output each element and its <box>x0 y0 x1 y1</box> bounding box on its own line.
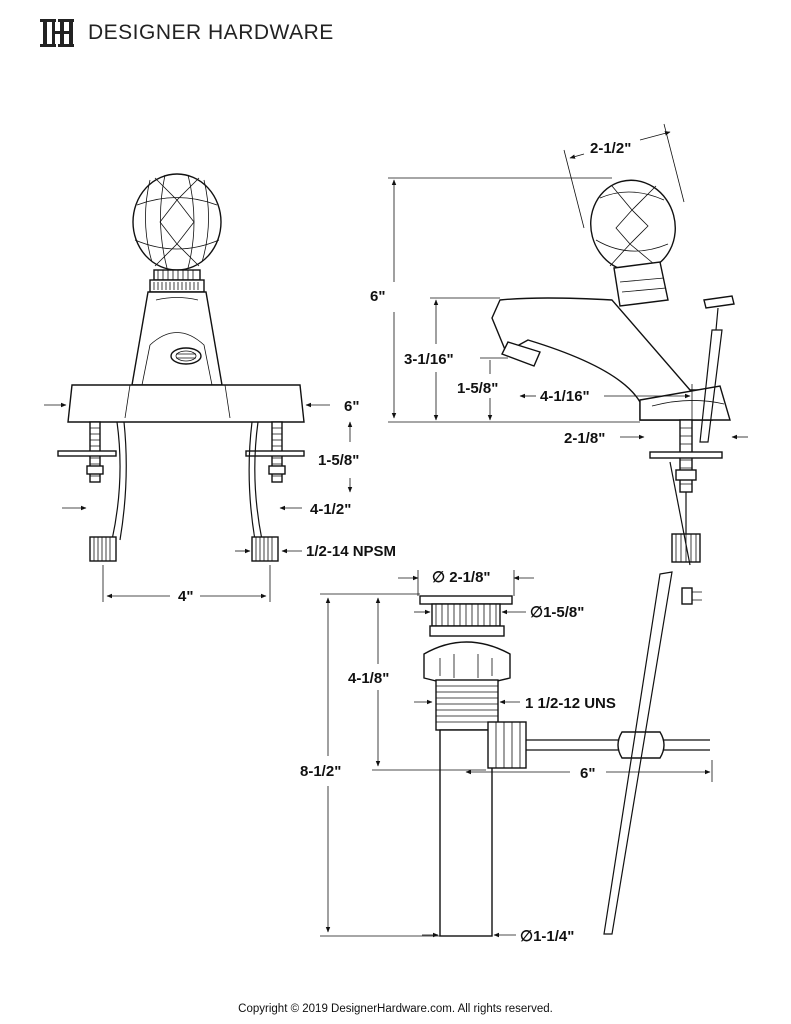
side-shank <box>649 419 723 566</box>
brand-name: DESIGNER HARDWARE <box>88 21 334 44</box>
side-view-faucet: 2-1/2" 6" 3-1/16" 1-5/8" 4-1/16" 2-1/8" <box>370 123 748 566</box>
front-view-faucet: 6" 1-5/8" 4-1/2" 1/2-14 NPSM 4" <box>44 173 396 605</box>
dim-shank-thread: 4-1/2" <box>310 501 351 518</box>
dim-spout-reach: 4-1/16" <box>540 388 590 405</box>
dim-tailpiece: ∅1-1/4" <box>520 928 574 945</box>
side-handle <box>590 179 676 307</box>
front-shanks <box>57 421 305 562</box>
front-body <box>67 291 305 423</box>
dim-drain-flange: ∅ 2-1/8" <box>432 569 491 586</box>
dim-drain-total: 8-1/2" <box>300 763 341 780</box>
front-dimensions <box>44 402 353 602</box>
dim-lift-rod: 6" <box>580 765 595 782</box>
dim-total-height: 6" <box>370 288 385 305</box>
front-handle <box>132 173 222 293</box>
drain-assembly <box>419 571 710 937</box>
dim-aerator-height: 1-5/8" <box>457 380 498 397</box>
dim-center-spread: 4" <box>178 588 193 605</box>
side-body <box>491 295 735 443</box>
dim-shank-length: 1-5/8" <box>318 452 359 469</box>
dim-drain-thread: 1 1/2-12 UNS <box>525 695 616 712</box>
side-dimensions <box>388 123 748 440</box>
dim-drain-cap: ∅1-5/8" <box>530 604 584 621</box>
drain-dimensions <box>320 570 713 938</box>
dim-base-width: 2-1/8" <box>564 430 605 447</box>
dim-handle-diameter: 2-1/2" <box>590 140 631 157</box>
dim-drain-body: 4-1/8" <box>348 670 389 687</box>
brand-header: DESIGNER HARDWARE <box>38 16 334 50</box>
copyright-footer: Copyright © 2019 DesignerHardware.com. A… <box>238 1003 553 1015</box>
brand-logo <box>40 19 74 47</box>
dim-npsm-thread: 1/2-14 NPSM <box>306 543 396 560</box>
dim-spout-height: 3-1/16" <box>404 351 454 368</box>
dim-overhang: 6" <box>344 398 359 415</box>
